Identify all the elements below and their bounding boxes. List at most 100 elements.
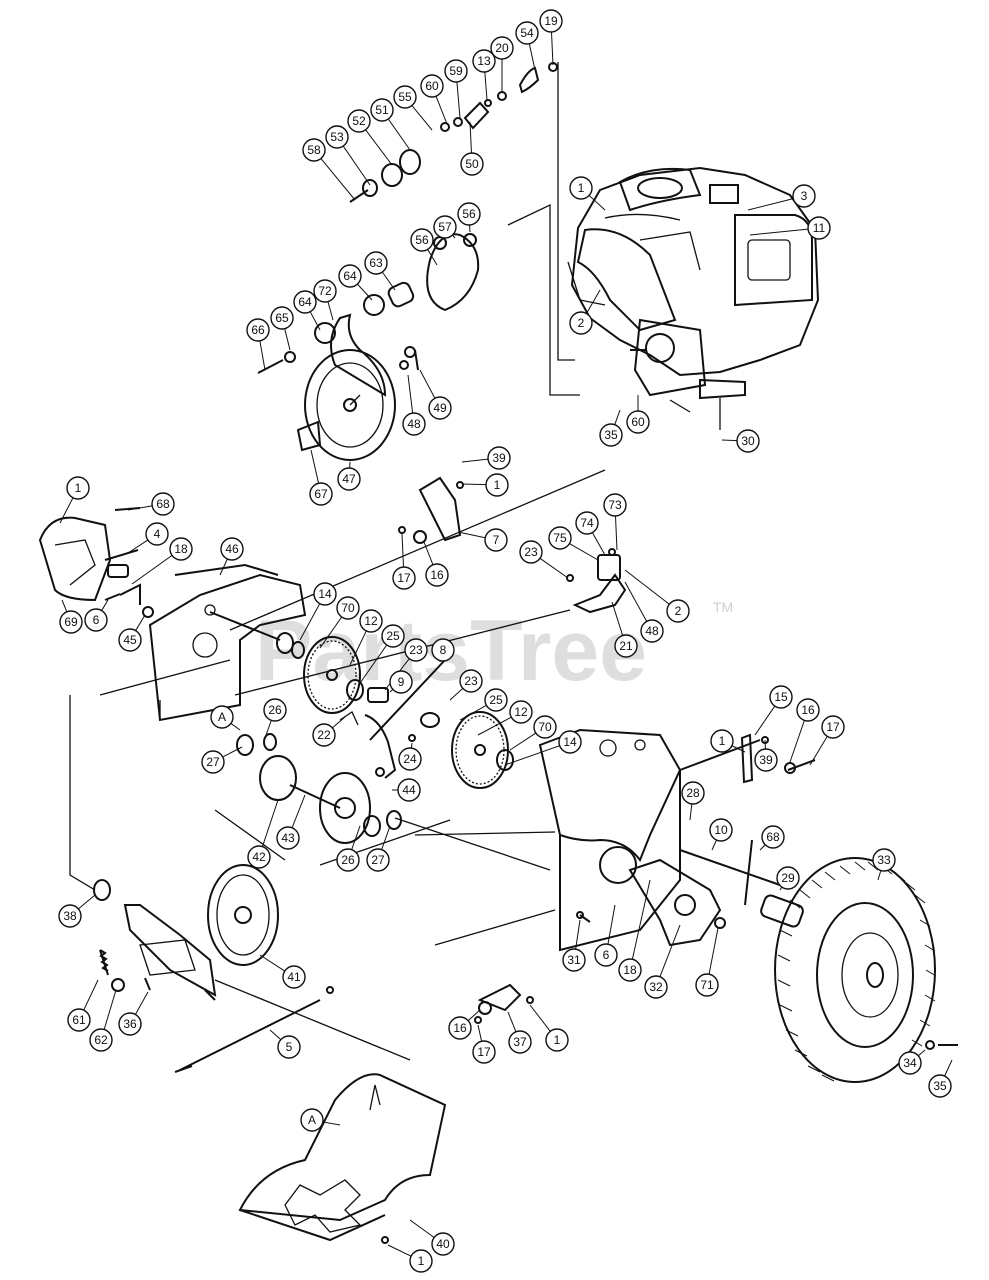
callout-label: 18 — [623, 963, 637, 977]
callout-5: 5 — [269, 1029, 301, 1059]
callout-circle — [118, 628, 142, 652]
callout-9: 9 — [389, 670, 413, 694]
callout-circle — [709, 818, 733, 842]
callout-label: 66 — [251, 323, 265, 337]
callout-label: 1 — [578, 181, 585, 195]
callout-circle — [338, 264, 362, 288]
callout-circle — [300, 1108, 324, 1132]
callout-23: 23 — [384, 638, 428, 691]
callout-circle — [569, 311, 593, 335]
callout-16: 16 — [789, 698, 820, 763]
callout-circle — [397, 778, 421, 802]
callout-leader — [310, 449, 320, 484]
callout-leader — [78, 894, 96, 910]
callout-label: 39 — [492, 451, 506, 465]
callout-label: 19 — [544, 14, 558, 28]
callout-leader — [419, 369, 436, 399]
callout-leader — [381, 825, 391, 850]
callout-circle — [761, 825, 785, 849]
callouts: 1954201359605551525358501311256575663647… — [58, 9, 953, 1273]
callout-33: 33 — [872, 848, 896, 881]
callout-label: 4 — [154, 527, 161, 541]
callout-circle — [558, 730, 582, 754]
callout-circle — [796, 698, 820, 722]
callout-52: 52 — [347, 109, 393, 166]
callout-label: 49 — [433, 401, 447, 415]
axle-assembly — [236, 733, 402, 844]
callout-6: 6 — [84, 599, 109, 632]
callout-label: 43 — [281, 831, 295, 845]
callout-leader — [319, 616, 343, 649]
callout-leader — [721, 439, 738, 442]
callout-35: 35 — [928, 1059, 953, 1098]
callout-circle — [277, 1035, 301, 1059]
callout-3: 3 — [747, 184, 816, 211]
callout-39: 39 — [754, 739, 778, 772]
callout-circle — [247, 845, 271, 869]
callout-circle — [410, 228, 434, 252]
callout-54: 54 — [515, 21, 539, 71]
callout-leader — [509, 732, 537, 751]
callout-16: 16 — [423, 541, 449, 587]
callout-circle — [614, 634, 638, 658]
callout-4: 4 — [127, 522, 169, 554]
callout-16: 16 — [448, 1009, 481, 1040]
callout-label: 58 — [307, 143, 321, 157]
callout-12: 12 — [477, 700, 533, 736]
callout-label: 1 — [494, 478, 501, 492]
callout-label: 35 — [933, 1079, 947, 1093]
callout-circle — [420, 74, 444, 98]
callout-circle — [569, 176, 593, 200]
callout-18: 18 — [131, 537, 193, 585]
callout-circle — [459, 669, 483, 693]
callout-26: 26 — [336, 825, 361, 872]
watermark: PartsTree TM — [255, 599, 733, 699]
callout-label: 52 — [352, 114, 366, 128]
callout-label: 1 — [418, 1254, 425, 1268]
callout-circle — [392, 566, 416, 590]
callout-45: 45 — [118, 614, 146, 652]
assembly-lines — [69, 62, 606, 1061]
callout-label: 25 — [386, 629, 400, 643]
callout-circle — [84, 608, 108, 632]
callout-leader — [459, 704, 487, 721]
callout-59: 59 — [444, 59, 468, 119]
callout-label: 9 — [398, 675, 405, 689]
callout-leader — [789, 720, 805, 763]
callout-circle — [364, 251, 388, 275]
callout-circle — [460, 152, 484, 176]
watermark-trademark: TM — [713, 599, 733, 615]
callout-circle — [359, 609, 383, 633]
callout-leader — [259, 954, 286, 972]
callout-circle — [754, 748, 778, 772]
callout-label: 17 — [826, 720, 840, 734]
callout-leader — [322, 1121, 341, 1126]
callout-19: 19 — [539, 9, 563, 66]
callout-15: 15 — [754, 685, 793, 736]
callout-label: A — [218, 710, 226, 724]
callout-label: 31 — [567, 953, 581, 967]
callout-68: 68 — [127, 492, 175, 516]
callout-circle — [575, 511, 599, 535]
callout-leader — [809, 736, 828, 766]
callout-leader — [222, 746, 243, 758]
callout-25: 25 — [459, 688, 508, 721]
callout-70: 70 — [319, 596, 360, 649]
callout-circle — [325, 125, 349, 149]
callout-leader — [877, 870, 882, 881]
callout-leader — [423, 541, 434, 565]
callout-circle — [276, 826, 300, 850]
callout-label: 70 — [538, 720, 552, 734]
callout-label: 56 — [415, 233, 429, 247]
callout-64: 64 — [293, 290, 321, 331]
callout-label: 64 — [298, 295, 312, 309]
callout-circle — [710, 729, 734, 753]
callout-label: 2 — [578, 316, 585, 330]
callout-40: 40 — [409, 1219, 455, 1256]
callout-1: 1 — [461, 473, 509, 497]
callout-label: 64 — [343, 269, 357, 283]
callout-circle — [428, 396, 452, 420]
callout-label: 1 — [75, 481, 82, 495]
callout-circle — [539, 9, 563, 33]
